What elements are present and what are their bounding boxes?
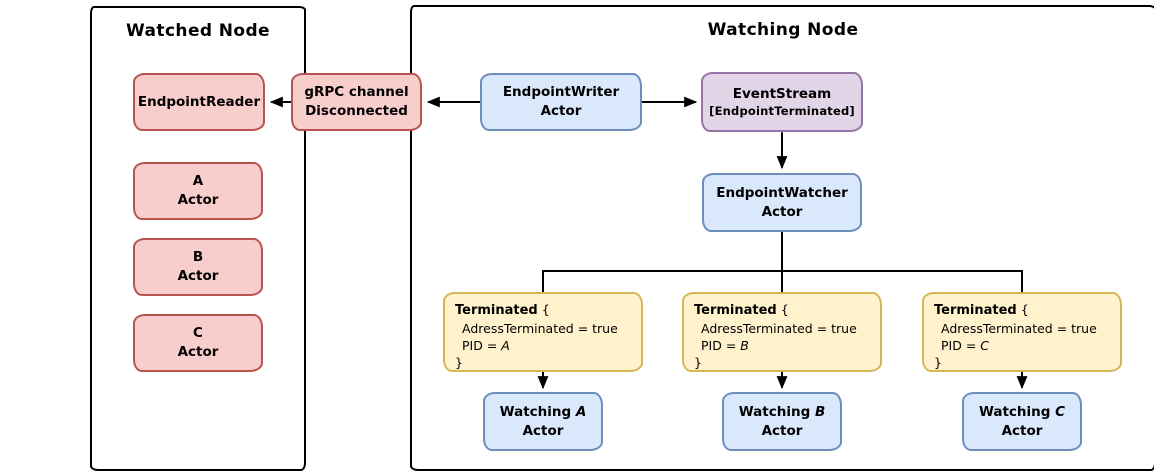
watching-node-panel: Watching Node xyxy=(410,5,1154,471)
watching-c-actor-box: Watching C Actor xyxy=(962,392,1082,451)
terminated-c-field: AdressTerminated = true xyxy=(941,320,1097,336)
grpc-channel-line1: gRPC channel xyxy=(304,84,409,101)
actor-c-role: Actor xyxy=(177,344,219,360)
watching-b-line1: Watching B xyxy=(739,403,826,422)
terminated-a-close-brace: } xyxy=(455,355,463,371)
actor-b-role: Actor xyxy=(177,268,219,284)
endpoint-reader-box: EndpointReader xyxy=(133,73,265,131)
terminated-c-pid-label: PID = xyxy=(941,338,981,354)
watching-b-actor-box: Watching B Actor xyxy=(722,392,842,451)
event-stream-subtitle: [EndpointTerminated] xyxy=(709,104,855,119)
terminated-c-keyword: Terminated xyxy=(934,303,1017,318)
terminated-message-b-box: Terminated { AdressTerminated = true PID… xyxy=(682,292,882,372)
terminated-c-line1: Terminated { xyxy=(934,301,1029,320)
terminated-b-open-brace: { xyxy=(776,302,789,317)
endpoint-watcher-box: EndpointWatcher Actor xyxy=(702,173,862,232)
terminated-a-line1: Terminated { xyxy=(455,301,550,320)
terminated-b-keyword: Terminated xyxy=(694,303,777,318)
terminated-c-pid-value: C xyxy=(980,338,990,354)
endpoint-writer-line2: Actor xyxy=(540,103,582,119)
actor-a-box: A Actor xyxy=(133,162,263,220)
terminated-message-c-box: Terminated { AdressTerminated = true PID… xyxy=(922,292,1122,372)
watching-c-line1: Watching C xyxy=(979,403,1065,422)
watching-c-letter: C xyxy=(1055,403,1066,420)
watched-node-panel: Watched Node xyxy=(90,6,306,471)
actor-a-role: Actor xyxy=(177,192,219,208)
terminated-c-pid: PID = C xyxy=(934,337,989,354)
actor-c-letter: C xyxy=(193,325,203,342)
watching-a-actor-box: Watching A Actor xyxy=(483,392,603,451)
grpc-channel-box: gRPC channel Disconnected xyxy=(291,73,422,131)
endpoint-writer-line1: EndpointWriter xyxy=(502,84,620,101)
terminated-b-close-brace: } xyxy=(694,355,702,371)
actor-c-box: C Actor xyxy=(133,314,263,372)
terminated-b-line1: Terminated { xyxy=(694,301,789,320)
endpoint-watcher-line2: Actor xyxy=(761,203,803,220)
watching-b-line2: Actor xyxy=(761,422,803,439)
watching-c-prefix: Watching xyxy=(978,403,1056,420)
watched-node-title: Watched Node xyxy=(126,21,270,41)
actor-b-box: B Actor xyxy=(133,238,263,296)
terminated-a-field: AdressTerminated = true xyxy=(462,320,618,336)
terminated-b-pid-label: PID = xyxy=(701,338,741,354)
watching-a-line2: Actor xyxy=(522,422,564,439)
endpoint-writer-box: EndpointWriter Actor xyxy=(480,73,642,131)
actor-a-letter: A xyxy=(192,173,204,190)
terminated-a-pid-value: A xyxy=(501,338,510,354)
event-stream-title: EventStream xyxy=(732,85,832,102)
terminated-c-close-brace: } xyxy=(934,355,942,371)
event-stream-box: EventStream [EndpointTerminated] xyxy=(701,72,863,132)
endpoint-reader-label: EndpointReader xyxy=(137,93,261,110)
terminated-message-a-box: Terminated { AdressTerminated = true PID… xyxy=(443,292,643,372)
terminated-c-open-brace: { xyxy=(1016,302,1029,317)
terminated-b-pid-value: B xyxy=(740,338,749,354)
watching-a-line1: Watching A xyxy=(500,403,587,422)
watching-a-letter: A xyxy=(575,403,587,420)
watching-b-letter: B xyxy=(814,403,826,420)
terminated-b-field: AdressTerminated = true xyxy=(701,320,857,336)
terminated-a-open-brace: { xyxy=(537,302,550,317)
watching-a-prefix: Watching xyxy=(499,403,576,420)
watching-node-title: Watching Node xyxy=(707,20,859,40)
grpc-channel-line2: Disconnected xyxy=(305,103,408,119)
terminated-a-pid-label: PID = xyxy=(462,338,502,354)
terminated-b-pid: PID = B xyxy=(694,337,749,354)
endpoint-watcher-line1: EndpointWatcher xyxy=(716,184,848,201)
watching-c-line2: Actor xyxy=(1001,422,1043,439)
watching-b-prefix: Watching xyxy=(738,403,815,420)
actor-b-letter: B xyxy=(192,249,204,266)
terminated-a-keyword: Terminated xyxy=(455,303,538,318)
terminated-a-pid: PID = A xyxy=(455,337,510,354)
